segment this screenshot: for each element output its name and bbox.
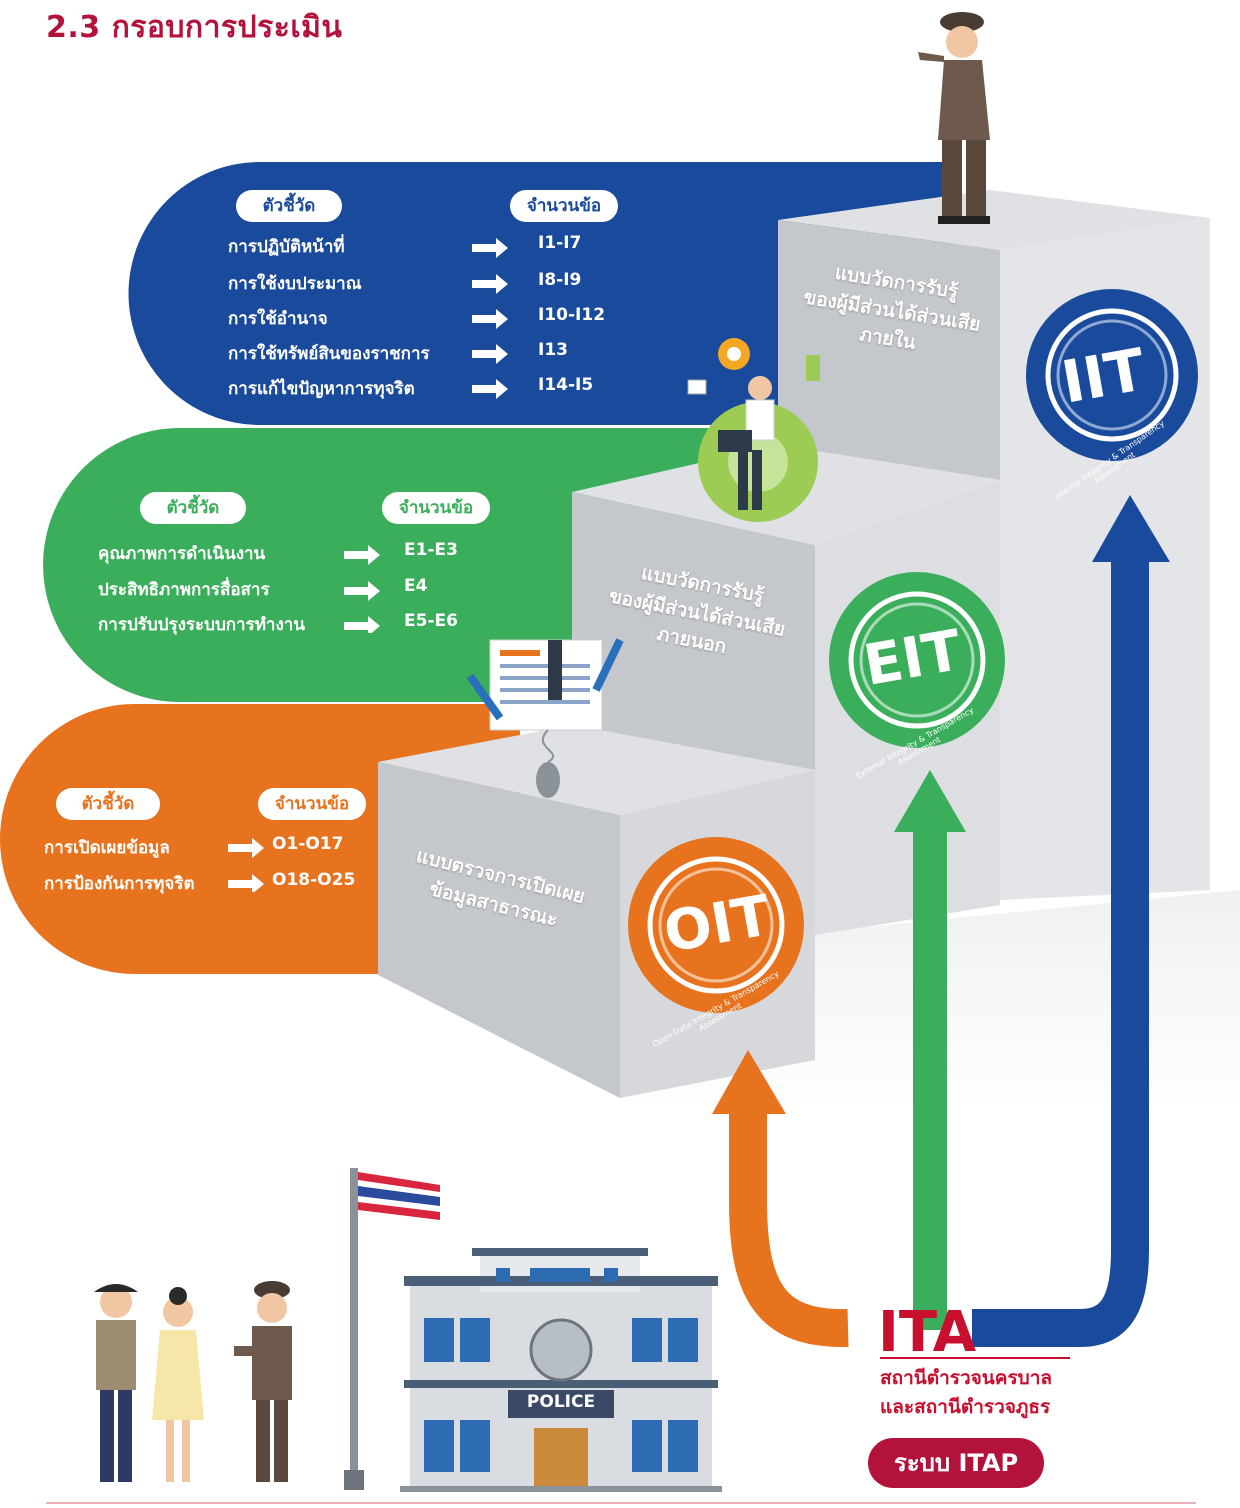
eit-badge bbox=[829, 572, 1005, 748]
police-station-building bbox=[400, 1248, 722, 1492]
step-top-face-3 bbox=[778, 190, 1210, 250]
right-arrow-icon bbox=[472, 344, 508, 364]
iit-badge-abbr: IIT bbox=[1056, 335, 1151, 417]
oit-row-code: O1-O17 bbox=[272, 834, 344, 854]
iit-row-label: การใช้ทรัพย์สินของราชการ bbox=[228, 344, 430, 364]
citizen-woman-figure bbox=[152, 1287, 204, 1482]
iit-row-code: I1-I7 bbox=[538, 233, 582, 253]
eit-count-header: จำนวนข้อ bbox=[382, 492, 490, 524]
oit-row-code: O18-O25 bbox=[272, 870, 356, 890]
oit-arrow-icons bbox=[228, 838, 264, 892]
oit-row-label: การเปิดเผยข้อมูล bbox=[44, 838, 170, 858]
right-arrow-icon bbox=[344, 616, 380, 633]
right-arrow-icon bbox=[472, 274, 508, 294]
police-officer-bottom-figure bbox=[234, 1281, 292, 1482]
step-top-face-1 bbox=[378, 725, 815, 815]
iit-row-code: I14-I5 bbox=[538, 375, 594, 395]
itap-system-button[interactable]: ระบบ ITAP bbox=[868, 1438, 1044, 1488]
iit-row-label: การปฏิบัติหน้าที่ bbox=[228, 237, 345, 257]
police-officer-top-figure bbox=[918, 12, 990, 224]
citizen-man-figure bbox=[94, 1284, 138, 1482]
eit-row-label: ประสิทธิภาพการสื่อสาร bbox=[98, 580, 270, 600]
iit-badge bbox=[1026, 289, 1198, 461]
iit-row-code: I13 bbox=[538, 340, 568, 360]
iit-row-label: การใช้อำนาจ bbox=[228, 309, 328, 329]
eit-row-label: คุณภาพการดำเนินงาน bbox=[98, 544, 266, 564]
right-arrow-icon bbox=[472, 309, 508, 329]
step-front-1 bbox=[378, 762, 620, 1098]
eit-row-code: E1-E3 bbox=[404, 540, 458, 560]
ita-title: ITA bbox=[878, 1300, 977, 1365]
ita-subtitle-line: และสถานีตำรวจภูธร bbox=[880, 1396, 1051, 1419]
bottom-divider bbox=[46, 1502, 1196, 1504]
oit-row-label: การป้องกันการทุจริต bbox=[44, 874, 195, 894]
eit-arrow-head bbox=[894, 770, 966, 832]
step-front-2 bbox=[572, 492, 815, 770]
page-title: 2.3 กรอบการประเมิน bbox=[46, 10, 343, 45]
iit-row-label: การใช้งบประมาณ bbox=[228, 274, 362, 294]
right-arrow-icon bbox=[472, 379, 508, 399]
oit-arrow-head bbox=[712, 1050, 786, 1114]
right-arrow-icon bbox=[344, 545, 380, 565]
iit-row-code: I8-I9 bbox=[538, 270, 582, 290]
office-worker-illustration bbox=[687, 338, 820, 522]
thai-flag-illustration bbox=[344, 1168, 440, 1490]
iit-row-label: การแก้ไขปัญหาการทุจริต bbox=[228, 379, 415, 399]
right-arrow-icon bbox=[228, 874, 264, 892]
iit-row-code: I10-I12 bbox=[538, 305, 606, 325]
ita-subtitle: สถานีตำรวจนครบาล และสถานีตำรวจภูธร bbox=[880, 1364, 1052, 1423]
oit-indicator-header: ตัวชี้วัด bbox=[56, 788, 160, 820]
iit-count-header: จำนวนข้อ bbox=[510, 190, 618, 222]
police-sign: POLICE bbox=[526, 1392, 596, 1412]
eit-indicator-header: ตัวชี้วัด bbox=[140, 492, 246, 524]
right-arrow-icon bbox=[228, 838, 264, 858]
oit-arrow bbox=[729, 1110, 849, 1348]
eit-row-code: E4 bbox=[404, 576, 428, 596]
right-arrow-icon bbox=[472, 238, 508, 258]
eit-row-label: การปรับปรุงระบบการทำงาน bbox=[98, 615, 305, 635]
iit-arrow bbox=[972, 560, 1149, 1347]
iit-arrow-head bbox=[1092, 495, 1170, 562]
step-front-3 bbox=[778, 220, 1000, 480]
iit-arrow-icons bbox=[472, 238, 508, 399]
eit-arrow-icons bbox=[344, 545, 380, 633]
ita-subtitle-line: สถานีตำรวจนครบาล bbox=[880, 1367, 1053, 1389]
right-arrow-icon bbox=[344, 581, 380, 601]
oit-count-header: จำนวนข้อ bbox=[258, 788, 366, 820]
iit-indicator-header: ตัวชี้วัด bbox=[236, 190, 342, 222]
oit-badge bbox=[628, 837, 804, 1013]
document-illustration bbox=[466, 638, 624, 798]
eit-row-code: E5-E6 bbox=[404, 611, 458, 631]
